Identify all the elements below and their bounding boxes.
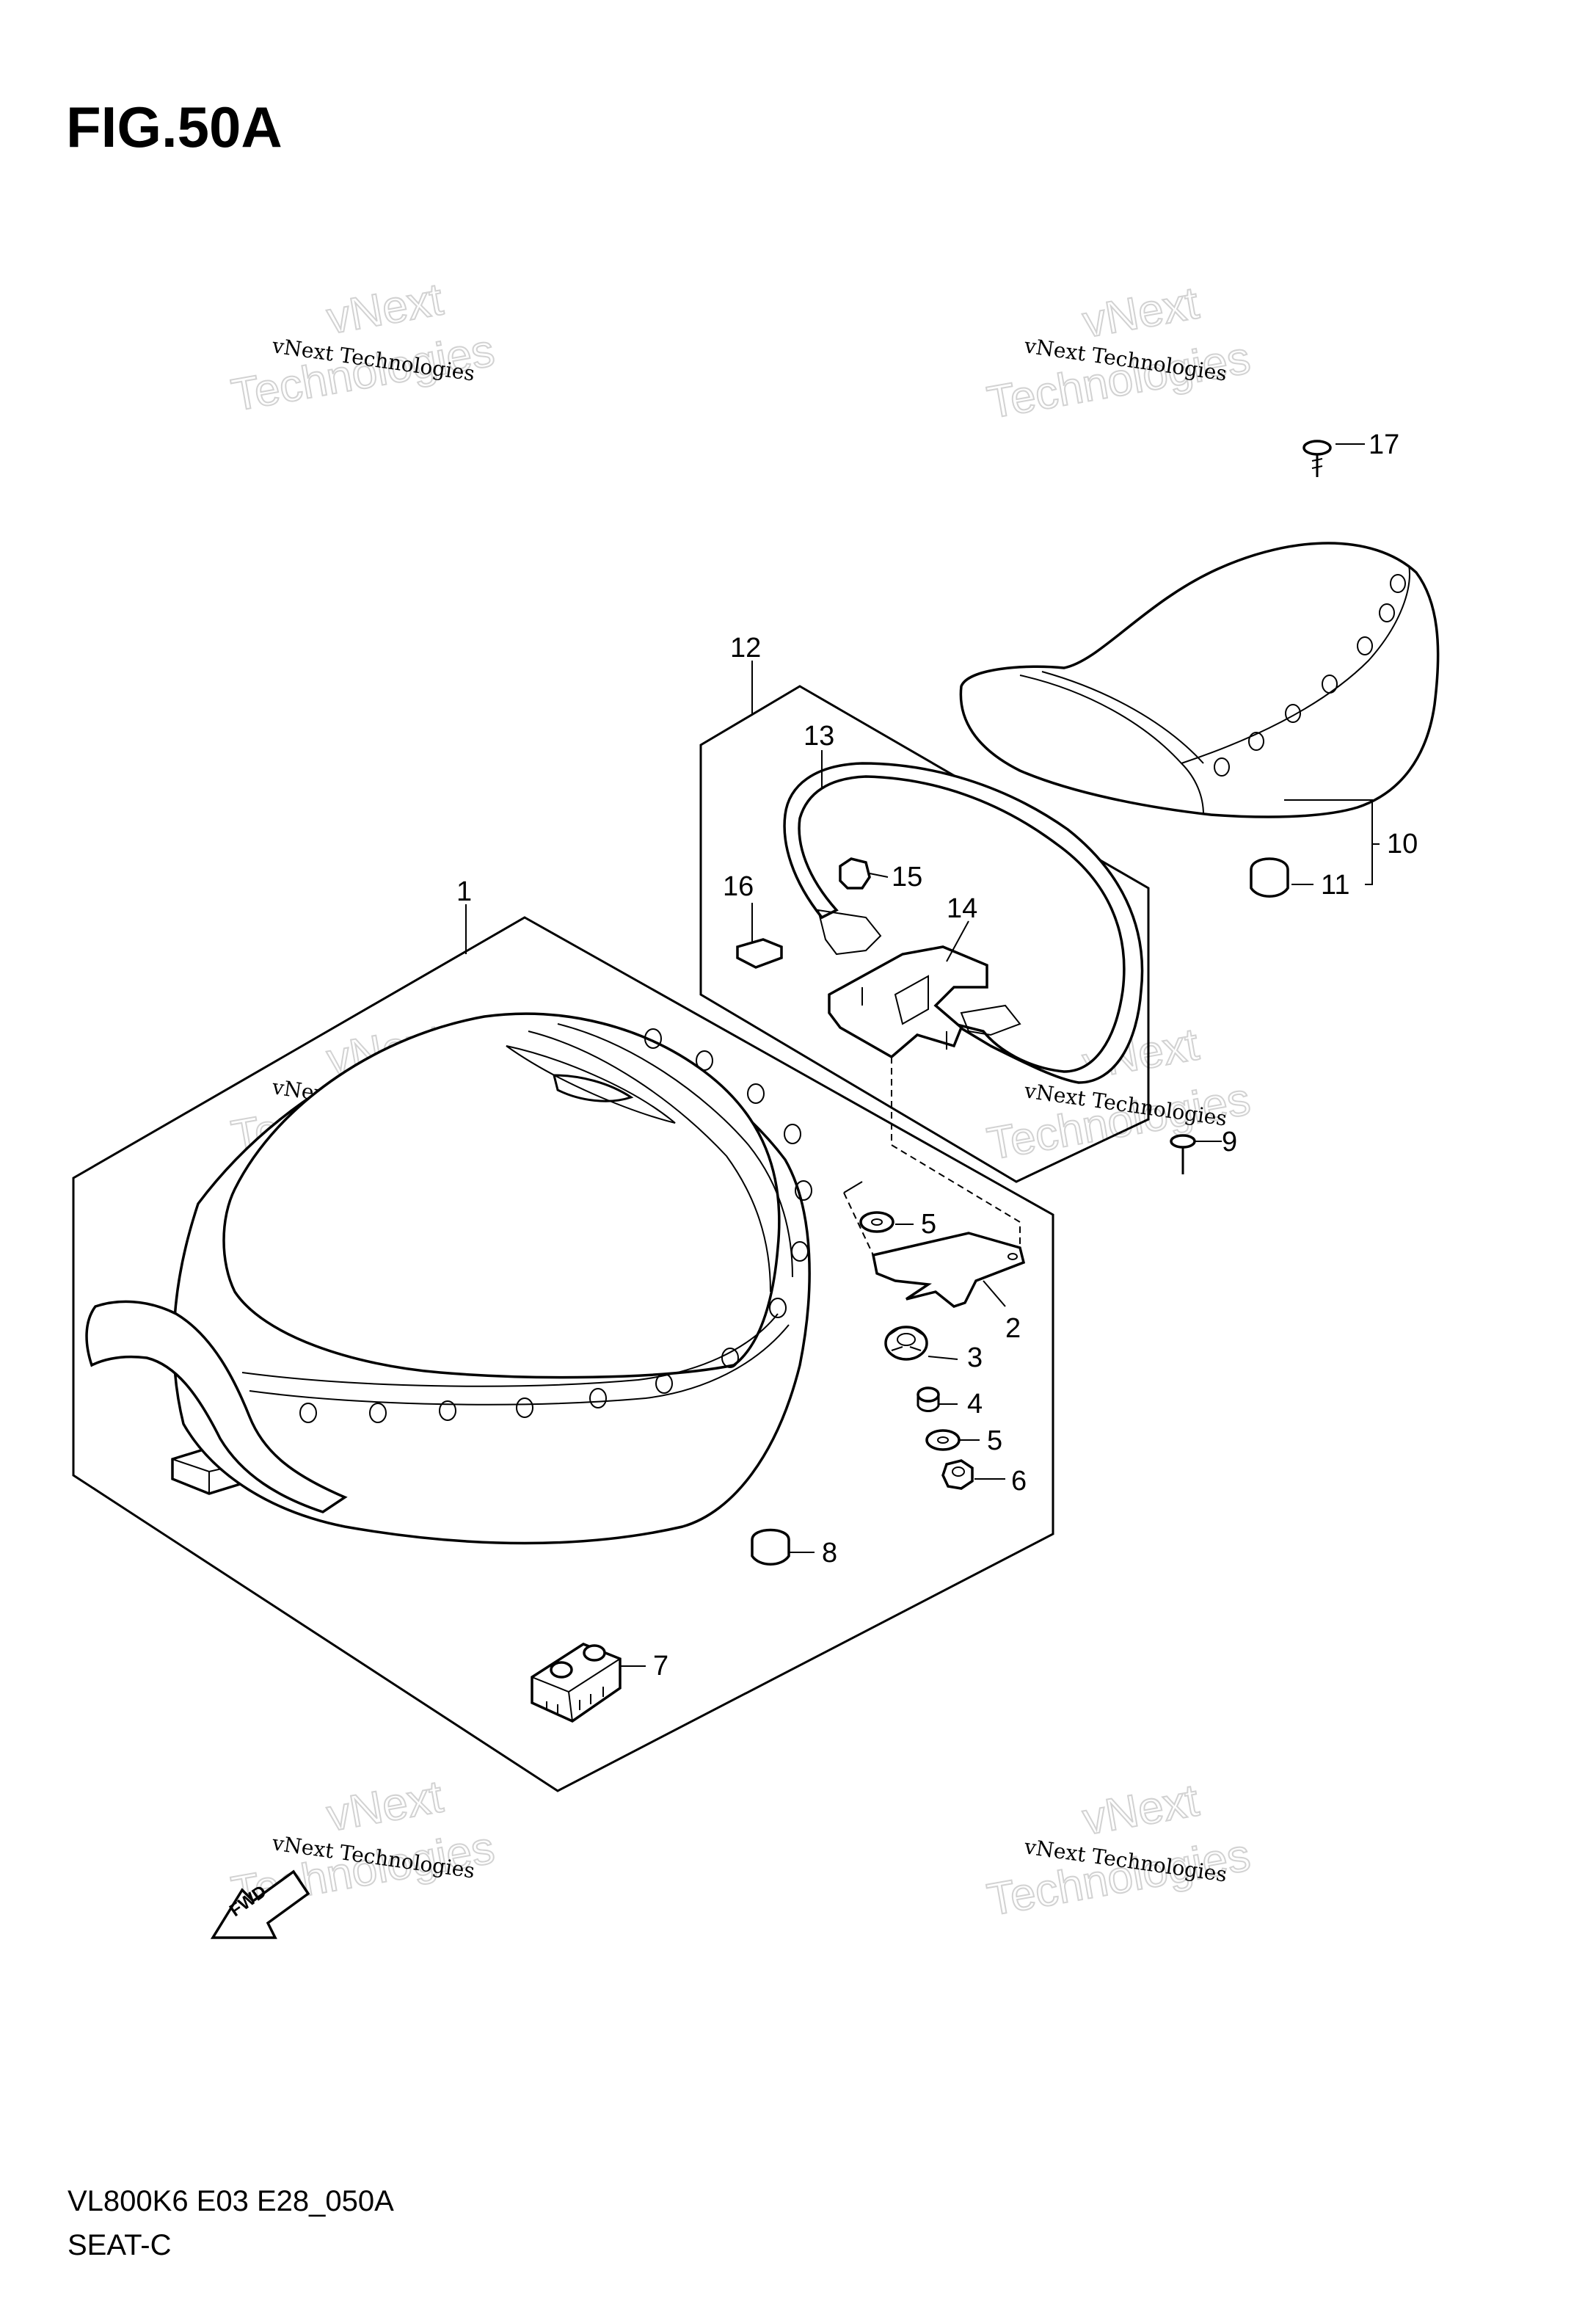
cap-8 bbox=[751, 1528, 790, 1566]
cap-nut-11 bbox=[1250, 857, 1289, 898]
svg-text:vNext: vNext bbox=[323, 274, 446, 343]
model-code: VL800K6 E03 E28_050A bbox=[68, 2185, 394, 2217]
backrest-frame bbox=[783, 762, 1144, 1084]
rear-seat-assembly-frame bbox=[699, 685, 1150, 1183]
watermark-top-right: Technologies vNext vNext Technologies bbox=[983, 277, 1254, 429]
front-seat-assembly-frame bbox=[72, 916, 1054, 1792]
callout-13: 13 bbox=[804, 721, 834, 752]
watermark-top-left: Technologies vNext vNext Technologies bbox=[227, 273, 498, 421]
callout-4: 4 bbox=[967, 1389, 983, 1419]
callout-2: 2 bbox=[1005, 1313, 1021, 1344]
seat-emblem bbox=[506, 1045, 676, 1124]
screw-17 bbox=[1302, 440, 1332, 477]
assembly-line-upper bbox=[891, 1057, 1021, 1248]
assembly-line-lower bbox=[843, 1192, 874, 1256]
callout-12: 12 bbox=[730, 633, 761, 664]
rear-seat bbox=[959, 542, 1440, 818]
callout-7: 7 bbox=[653, 1651, 668, 1682]
svg-text:vNext: vNext bbox=[1079, 277, 1202, 347]
seat-conchos bbox=[299, 1028, 812, 1423]
callout-1: 1 bbox=[456, 876, 472, 907]
bolt-9 bbox=[1170, 1134, 1196, 1174]
svg-text:vNext: vNext bbox=[1079, 1775, 1202, 1844]
grommet-3 bbox=[884, 1326, 928, 1361]
watermark-bottom-right: Technologies vNext vNext Technologies bbox=[983, 1774, 1254, 1926]
backrest-bracket bbox=[828, 945, 988, 1059]
collar-4 bbox=[917, 1386, 940, 1412]
callout-5-lower: 5 bbox=[987, 1425, 1002, 1456]
callout-5-upper: 5 bbox=[921, 1209, 936, 1240]
svg-text:vNext: vNext bbox=[323, 1771, 446, 1841]
callout-9: 9 bbox=[1222, 1127, 1237, 1157]
cushion-16 bbox=[736, 938, 783, 969]
callout-3: 3 bbox=[967, 1342, 983, 1373]
rear-seat-conchos bbox=[1214, 574, 1406, 777]
callout-15: 15 bbox=[892, 862, 922, 893]
nut-6 bbox=[941, 1459, 974, 1490]
washer-5-lower bbox=[925, 1429, 961, 1451]
callout-11: 11 bbox=[1321, 870, 1349, 901]
front-seat bbox=[85, 1012, 812, 1545]
damper-7 bbox=[531, 1643, 622, 1723]
figure-title: FIG.50A bbox=[66, 95, 283, 159]
leader-lines bbox=[465, 443, 1380, 1667]
callout-10: 10 bbox=[1387, 829, 1418, 859]
figure-name: SEAT-C bbox=[68, 2229, 172, 2261]
callouts: 1 2 3 4 5 5 6 7 8 9 10 11 12 13 14 15 16… bbox=[456, 429, 1418, 1682]
callout-14: 14 bbox=[947, 893, 977, 924]
callout-16: 16 bbox=[723, 871, 754, 902]
nut-15 bbox=[839, 857, 871, 890]
callout-6: 6 bbox=[1011, 1466, 1027, 1497]
callout-17: 17 bbox=[1369, 429, 1399, 460]
callout-8: 8 bbox=[822, 1538, 837, 1568]
washer-5-upper bbox=[859, 1211, 894, 1233]
bracket-2 bbox=[871, 1232, 1026, 1308]
